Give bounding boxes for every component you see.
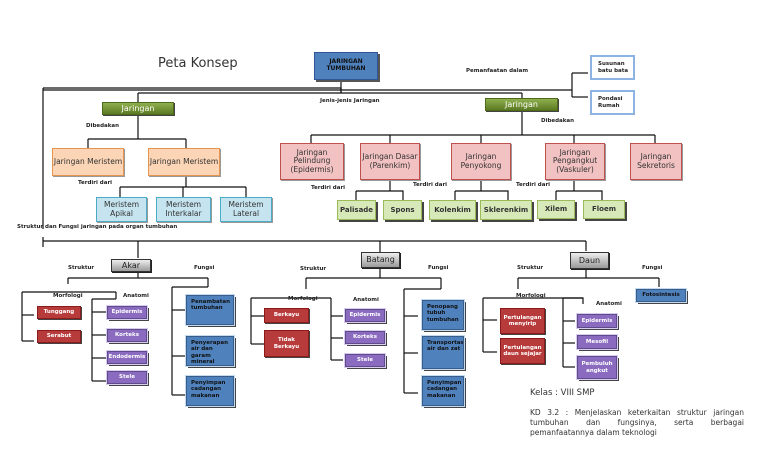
node-akar-fungsi-penyimpan: Penyimpan cadangan makanan bbox=[185, 375, 235, 407]
node-akar-serabut: Serabut bbox=[37, 330, 81, 343]
label-dibedakan-left: Dibedakan bbox=[86, 123, 120, 129]
label-dibedakan-right: Dibedakan bbox=[541, 118, 575, 124]
node-daun-fungsi-fotosintesis: Fotosintesis bbox=[635, 288, 687, 303]
label-jenis-jaringan: Jenis-jenis Jaringan bbox=[320, 98, 380, 104]
node-batang-epidermis: Epidermis bbox=[344, 308, 386, 323]
label-terdiri-penyokong: Terdiri dari bbox=[413, 182, 448, 188]
label-akar-anatomi: Anatomi bbox=[123, 293, 149, 299]
label-terdiri-dasar: Terdiri dari bbox=[311, 185, 346, 191]
label-struktur-fungsi: Struktur dan Fungsi jaringan pada organ … bbox=[17, 224, 178, 230]
page-title: Peta Konsep bbox=[158, 56, 238, 71]
node-spons: Spons bbox=[383, 200, 422, 220]
node-akar-fungsi-penambatan: Penambatan tumbuhan bbox=[185, 294, 235, 326]
node-jaringan-meristem-2: Jaringan Meristem bbox=[148, 148, 220, 176]
node-batang-fungsi-penopang: Penopang tubuh tumbuhan bbox=[421, 299, 465, 331]
node-daun-mesofil: Mesofil bbox=[576, 334, 618, 350]
node-meristem-apikal: Meristem Apikal bbox=[96, 197, 147, 222]
node-daun-menyirip: Pertulangan menyirip bbox=[500, 308, 545, 334]
node-daun-epidermis: Epidermis bbox=[576, 313, 618, 329]
node-batang-berkayu: Berkayu bbox=[264, 308, 309, 323]
label-akar-fungsi: Fungsi bbox=[194, 265, 215, 271]
label-daun-struktur: Struktur bbox=[517, 265, 544, 271]
label-terdiri-pengangkut: Terdiri dari bbox=[516, 182, 551, 188]
node-susunan-batu-bata: Susunan batu bata bbox=[590, 55, 635, 80]
footer-kd: KD 3.2 : Menjelaskan keterkaitan struktu… bbox=[530, 408, 744, 437]
label-akar-morfologi: Morfologi bbox=[53, 293, 83, 299]
node-batang-tidak-berkayu: Tidak Berkayu bbox=[264, 330, 309, 357]
node-batang-fungsi-transportasi: Transportasi air dan zat bbox=[421, 335, 465, 370]
node-jaringan-meristem-1: Jaringan Meristem bbox=[52, 148, 124, 176]
node-meristem-lateral: Meristem Lateral bbox=[220, 197, 272, 222]
label-akar-struktur: Struktur bbox=[68, 265, 95, 271]
node-batang: Batang bbox=[361, 252, 400, 268]
label-batang-anatomi: Anatomi bbox=[353, 297, 379, 303]
label-pemanfaatan: Pemanfaatan dalam bbox=[466, 68, 529, 74]
label-terdiri-meristem: Terdiri dari bbox=[78, 180, 113, 186]
node-akar-stele: Stele bbox=[106, 370, 148, 385]
label-daun-anatomi: Anatomi bbox=[596, 301, 622, 307]
node-xilem: Xilem bbox=[537, 200, 575, 219]
node-batang-fungsi-penyimpan: Penyimpan cadangan makanan bbox=[421, 375, 465, 407]
footer-kelas: Kelas : VIII SMP bbox=[530, 388, 595, 398]
label-batang-fungsi: Fungsi bbox=[428, 265, 449, 271]
node-palisade: Palisade bbox=[337, 200, 376, 220]
node-meristem-interkalar: Meristem Interkalar bbox=[156, 197, 211, 222]
node-akar: Akar bbox=[111, 259, 151, 272]
node-jaringan-left: Jaringan bbox=[102, 102, 174, 115]
node-batang-stele: Stele bbox=[344, 353, 386, 368]
node-akar-endodermis: Endodermis bbox=[106, 350, 148, 365]
node-kolenkim: Kolenkim bbox=[429, 200, 476, 220]
label-batang-morfologi: Morfologi bbox=[288, 296, 318, 302]
node-jaringan-pelindung: Jaringan Pelindung (Epidermis) bbox=[280, 143, 344, 180]
node-daun: Daun bbox=[570, 252, 609, 269]
node-akar-korteks: Korteks bbox=[106, 328, 148, 343]
node-daun-pembuluh-angkut: Pembuluh angkut bbox=[576, 355, 618, 380]
label-batang-struktur: Struktur bbox=[300, 266, 327, 272]
node-jaringan-penyokong: Jaringan Penyokong bbox=[451, 143, 511, 180]
root-node-jaringan-tumbuhan: JARINGAN TUMBUHAN bbox=[314, 52, 378, 80]
label-daun-morfologi: Morfologi bbox=[516, 293, 546, 299]
node-pondasi-rumah: Pondasi Rumah bbox=[590, 90, 635, 115]
node-akar-fungsi-penyerapan: Penyerapan air dan garam mineral bbox=[185, 335, 235, 367]
node-batang-korteks: Korteks bbox=[344, 330, 386, 345]
node-jaringan-sekretoris: Jaringan Sekretoris bbox=[630, 143, 682, 180]
node-akar-tunggang: Tunggang bbox=[37, 306, 81, 319]
node-jaringan-right: Jaringan bbox=[485, 98, 558, 111]
node-sklerenkim: Sklerenkim bbox=[480, 200, 532, 220]
node-floem: Floem bbox=[583, 200, 625, 219]
node-daun-sejajar: Pertulangan daun sejajar bbox=[500, 338, 545, 364]
label-daun-fungsi: Fungsi bbox=[642, 265, 663, 271]
node-jaringan-pengangkut: Jaringan Pengangkut (Vaskuler) bbox=[545, 143, 605, 180]
node-akar-epidermis: Epidermis bbox=[106, 305, 148, 320]
node-jaringan-dasar: Jaringan Dasar (Parenkim) bbox=[360, 143, 420, 180]
